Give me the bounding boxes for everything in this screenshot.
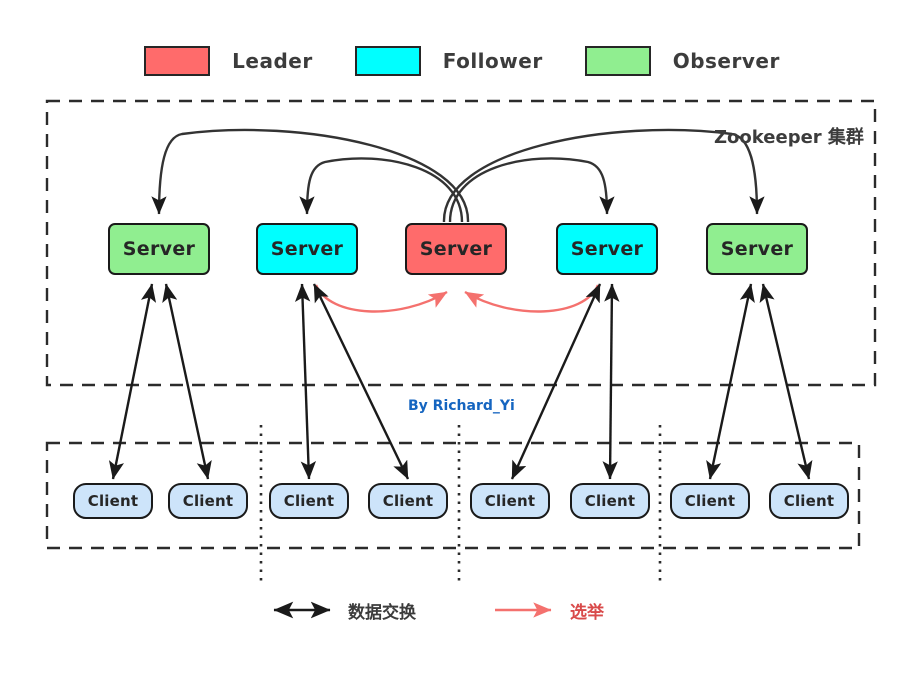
legend-label-follower: Follower	[442, 49, 543, 73]
client-node-3[interactable]: Client	[269, 483, 349, 519]
exchange-arrow-s2-c3	[294, 283, 317, 480]
bottom-legend: 数据交换 选举	[0, 598, 924, 628]
legend-item-leader: Leader	[144, 46, 355, 76]
arc-leader-to-server-5	[442, 128, 765, 223]
client-node-7[interactable]: Client	[670, 483, 750, 519]
client-node-6[interactable]: Client	[570, 483, 650, 519]
exchange-arrow-s5-c8	[759, 283, 813, 480]
client-node-4[interactable]: Client	[368, 483, 448, 519]
exchange-arrow-s1-c1	[108, 283, 157, 480]
legend-item-follower: Follower	[354, 46, 585, 76]
client-node-8-label: Client	[783, 492, 835, 510]
legend-label-leader: Leader	[232, 49, 313, 73]
arc-election-left	[314, 284, 448, 313]
server-node-1-label: Server	[122, 238, 196, 260]
exchange-arrow-s4-c6	[602, 283, 620, 480]
server-node-4[interactable]: Server	[556, 223, 658, 275]
follower-swatch	[354, 46, 421, 76]
observer-swatch	[584, 46, 651, 76]
bottom-legend-election-label: 选举	[570, 603, 604, 623]
legend-label-observer: Observer	[672, 49, 780, 73]
server-node-1[interactable]: Server	[108, 223, 210, 275]
server-node-3-label: Server	[419, 238, 493, 260]
leader-swatch	[144, 46, 211, 76]
watermark: By Richard_Yi	[408, 398, 515, 414]
client-node-1[interactable]: Client	[73, 483, 153, 519]
server-node-4-label: Server	[570, 238, 644, 260]
legend-item-observer: Observer	[584, 46, 780, 76]
client-node-1-label: Client	[87, 492, 139, 510]
arc-leader-to-server-1	[151, 128, 470, 223]
bottom-legend-exchange-label: 数据交换	[348, 603, 416, 623]
exchange-arrow-s4-c5	[510, 283, 602, 480]
client-node-4-label: Client	[382, 492, 434, 510]
exchange-arrow-s5-c7	[706, 283, 755, 480]
cluster-label: Zookeeper 集群	[714, 127, 864, 148]
cluster-boundary	[45, 99, 877, 387]
server-node-5-label: Server	[720, 238, 794, 260]
server-node-5[interactable]: Server	[706, 223, 808, 275]
client-node-3-label: Client	[283, 492, 335, 510]
arc-leader-to-server-2	[299, 157, 464, 223]
legend: Leader Follower Observer	[0, 46, 924, 76]
server-node-2[interactable]: Server	[256, 223, 358, 275]
exchange-arrow-s1-c2	[162, 283, 212, 480]
server-node-2-label: Server	[270, 238, 344, 260]
client-node-6-label: Client	[584, 492, 636, 510]
client-node-2-label: Client	[182, 492, 234, 510]
client-node-8[interactable]: Client	[769, 483, 849, 519]
server-node-3-leader[interactable]: Server	[405, 223, 507, 275]
client-node-2[interactable]: Client	[168, 483, 248, 519]
exchange-arrow-s2-c4	[312, 283, 410, 480]
client-node-5[interactable]: Client	[470, 483, 550, 519]
client-node-7-label: Client	[684, 492, 736, 510]
client-node-5-label: Client	[484, 492, 536, 510]
client-zone-boundary	[45, 441, 861, 550]
arc-election-right	[464, 284, 600, 313]
arc-leader-to-server-4	[448, 157, 615, 223]
